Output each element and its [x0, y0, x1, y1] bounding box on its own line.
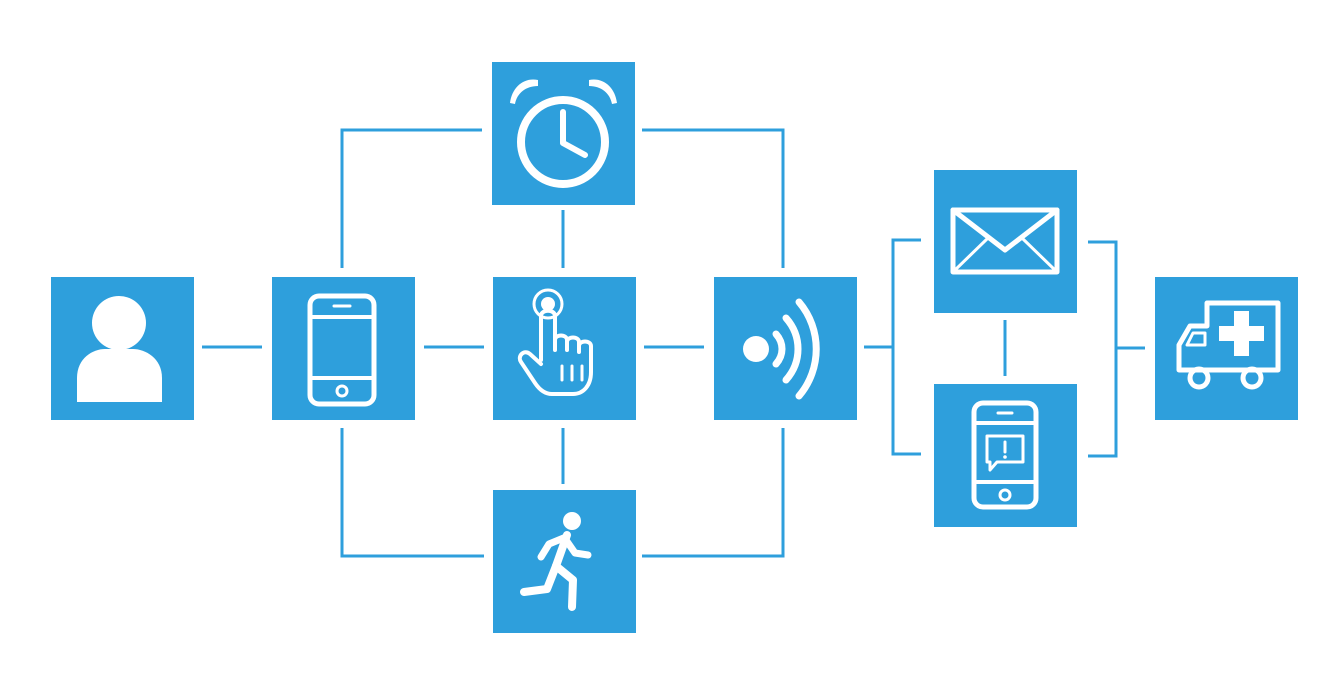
edge-signal-alert-phone — [891, 347, 921, 456]
user-icon — [77, 296, 162, 402]
touch-hand-icon — [517, 288, 593, 396]
node-ambulance — [1155, 277, 1298, 420]
node-email — [934, 170, 1077, 313]
smartphone-icon — [307, 293, 377, 407]
edge-phone-alarm — [340, 128, 482, 268]
connectors — [202, 128, 1145, 558]
running-person-icon — [520, 512, 592, 611]
node-motion — [493, 490, 636, 633]
node-email-tile — [934, 170, 1077, 313]
node-touch — [493, 277, 636, 420]
node-alert-phone — [934, 384, 1077, 527]
phone-message-icon — [971, 400, 1039, 510]
node-user — [51, 277, 194, 420]
node-alarm — [492, 62, 635, 205]
alarm-clock-icon — [510, 79, 617, 188]
wireless-signal-icon — [743, 298, 820, 400]
node-phone — [272, 277, 415, 420]
edge-phone-motion — [340, 428, 484, 558]
edge-signal-email — [891, 238, 921, 347]
node-signal-tile — [714, 277, 857, 420]
node-motion-tile — [493, 490, 636, 633]
edge-email-join — [1088, 240, 1118, 348]
ambulance-icon — [1176, 300, 1281, 390]
edge-alarm-signal — [642, 128, 785, 268]
node-signal — [714, 277, 857, 420]
edge-alert-phone-join — [1088, 348, 1118, 458]
edge-motion-signal — [642, 428, 785, 558]
node-touch-tile — [493, 277, 636, 420]
envelope-icon — [950, 207, 1060, 275]
